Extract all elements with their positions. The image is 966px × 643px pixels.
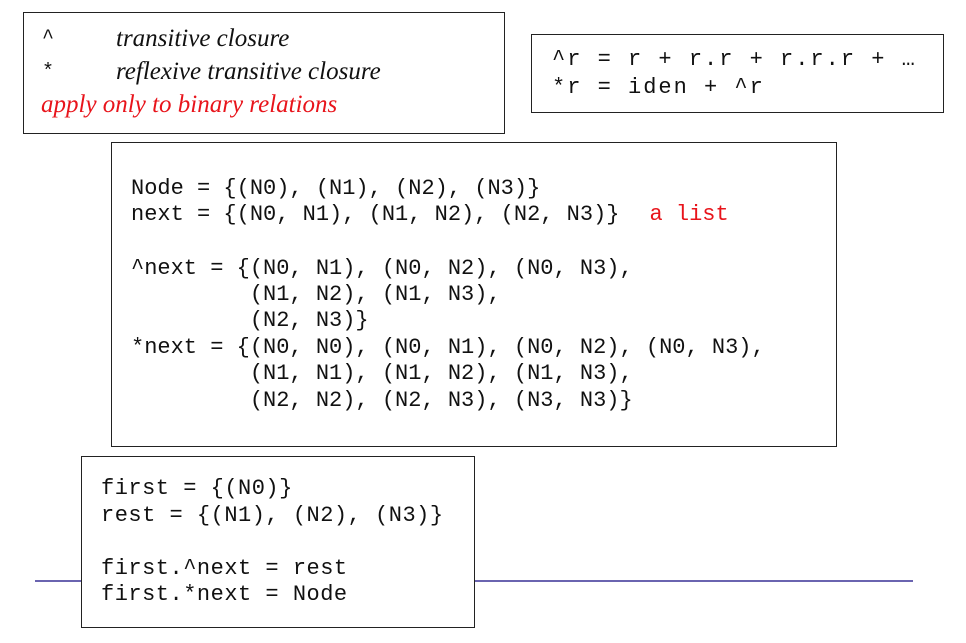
first-rest-example-box: first = {(N0)} rest = {(N1), (N2), (N3)}… bbox=[81, 456, 475, 628]
node-set-line: Node = {(N0), (N1), (N2), (N3)} bbox=[131, 176, 541, 201]
reflexive-next-line-3: (N2, N2), (N2, N3), (N3, N3)} bbox=[131, 388, 633, 413]
reflexive-next-line-2: (N1, N1), (N1, N2), (N1, N3), bbox=[131, 361, 633, 386]
next-relation-text: next = {(N0, N1), (N1, N2), (N2, N3)} bbox=[131, 202, 620, 227]
next-relation-line: next = {(N0, N1), (N1, N2), (N2, N3)} a … bbox=[131, 202, 729, 227]
transitive-closure-definition: ^r = r + r.r + r.r.r + … bbox=[552, 47, 917, 72]
first-reflexive-next-line: first.*next = Node bbox=[101, 582, 348, 607]
rest-set-line: rest = {(N1), (N2), (N3)} bbox=[101, 503, 444, 528]
reflexive-closure-definition: *r = iden + ^r bbox=[552, 75, 765, 100]
first-transitive-next-line: first.^next = rest bbox=[101, 556, 348, 581]
binary-relations-note: apply only to binary relations bbox=[41, 91, 338, 118]
transitive-next-line-1: ^next = {(N0, N1), (N0, N2), (N0, N3), bbox=[131, 256, 633, 281]
reflexive-next-line-1: *next = {(N0, N0), (N0, N1), (N0, N2), (… bbox=[131, 335, 765, 360]
transitive-closure-label: transitive closure bbox=[116, 25, 290, 52]
closure-definitions-box: ^r = r + r.r + r.r.r + … *r = iden + ^r bbox=[531, 34, 944, 113]
next-relation-example-box: Node = {(N0), (N1), (N2), (N3)} next = {… bbox=[111, 142, 837, 447]
a-list-annotation: a list bbox=[649, 202, 729, 227]
reflexive-closure-label: reflexive transitive closure bbox=[116, 58, 381, 85]
transitive-next-line-3: (N2, N3)} bbox=[131, 308, 369, 333]
reflexive-closure-symbol: * bbox=[42, 61, 55, 84]
first-set-line: first = {(N0)} bbox=[101, 476, 293, 501]
transitive-closure-symbol: ^ bbox=[42, 27, 55, 50]
operators-legend-box: ^ transitive closure * reflexive transit… bbox=[23, 12, 505, 134]
transitive-next-line-2: (N1, N2), (N1, N3), bbox=[131, 282, 501, 307]
